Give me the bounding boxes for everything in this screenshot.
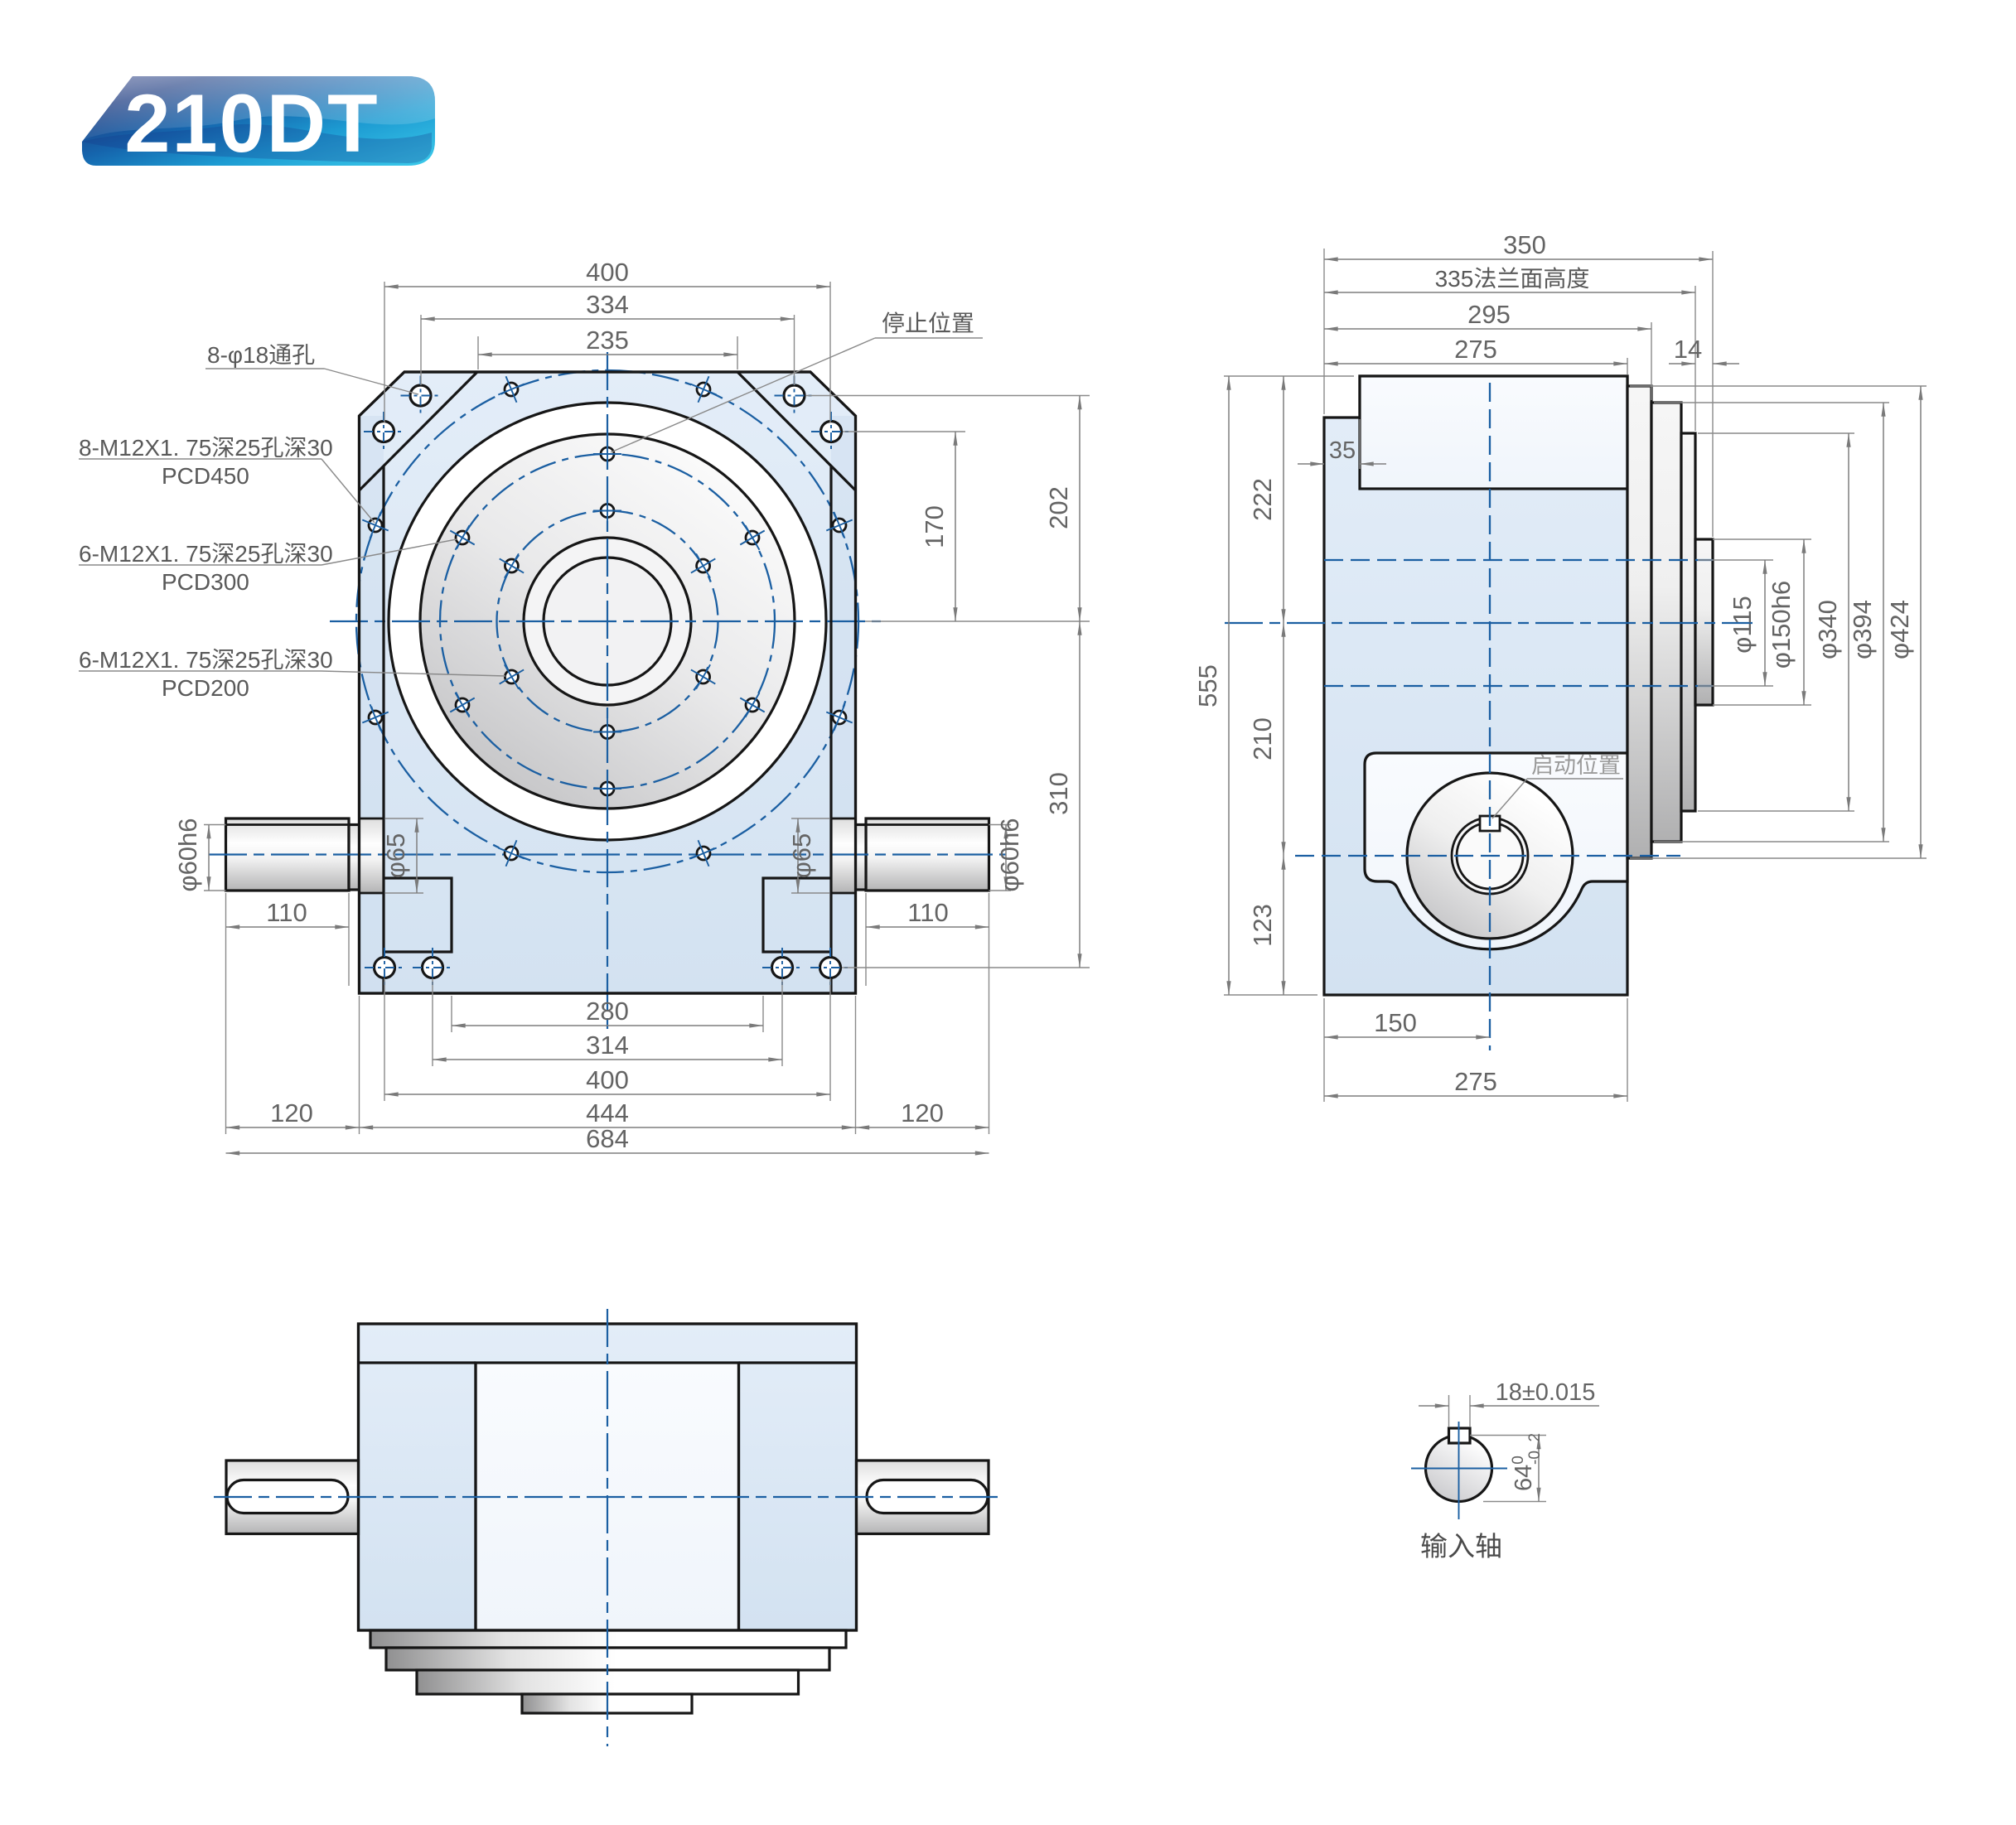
svg-text:25: 25 <box>234 435 260 461</box>
svg-text:30: 30 <box>307 647 333 673</box>
svg-text:14: 14 <box>1674 335 1702 364</box>
svg-text:18±0.015: 18±0.015 <box>1496 1379 1596 1406</box>
svg-text:φ424: φ424 <box>1885 600 1914 659</box>
svg-text:150: 150 <box>1374 1008 1417 1037</box>
svg-text:120: 120 <box>901 1098 944 1127</box>
svg-text:25: 25 <box>234 541 260 567</box>
svg-text:φ115: φ115 <box>1728 596 1757 654</box>
svg-text:170: 170 <box>920 505 949 548</box>
svg-text:275: 275 <box>1454 335 1497 364</box>
svg-text:335: 335 <box>1435 266 1474 292</box>
svg-text:120: 120 <box>270 1098 313 1127</box>
svg-text:8-φ18: 8-φ18 <box>207 342 268 368</box>
svg-text:314: 314 <box>586 1031 629 1060</box>
svg-text:PCD450: PCD450 <box>162 463 249 489</box>
svg-text:PCD300: PCD300 <box>162 569 249 595</box>
svg-text:φ150h6: φ150h6 <box>1767 581 1796 669</box>
svg-text:30: 30 <box>307 435 333 461</box>
svg-text:210: 210 <box>1248 717 1277 760</box>
svg-text:400: 400 <box>586 1065 629 1094</box>
svg-text:400: 400 <box>586 258 629 287</box>
svg-text:φ65: φ65 <box>787 833 816 879</box>
svg-text:8-M12X1. 75: 8-M12X1. 75 <box>79 435 211 461</box>
svg-text:35: 35 <box>1329 437 1356 464</box>
svg-text:202: 202 <box>1044 486 1073 529</box>
svg-text:110: 110 <box>907 898 948 927</box>
svg-text:6-M12X1. 75: 6-M12X1. 75 <box>79 647 211 673</box>
svg-text:110: 110 <box>266 898 307 927</box>
svg-text:684: 684 <box>586 1124 629 1153</box>
svg-text:φ340: φ340 <box>1813 600 1842 659</box>
svg-text:275: 275 <box>1454 1067 1497 1096</box>
svg-text:φ394: φ394 <box>1848 600 1877 659</box>
svg-text:6-M12X1. 75: 6-M12X1. 75 <box>79 541 211 567</box>
svg-text:PCD200: PCD200 <box>162 675 249 701</box>
svg-text:123: 123 <box>1248 904 1277 947</box>
svg-text:φ60h6: φ60h6 <box>995 818 1024 891</box>
svg-text:334: 334 <box>586 290 629 319</box>
svg-text:295: 295 <box>1467 300 1511 329</box>
svg-text:φ65: φ65 <box>381 833 410 879</box>
svg-text:φ60h6: φ60h6 <box>173 818 202 891</box>
svg-text:222: 222 <box>1248 478 1277 521</box>
svg-text:280: 280 <box>586 997 629 1026</box>
svg-text:210DT: 210DT <box>124 77 379 169</box>
svg-text:30: 30 <box>307 541 333 567</box>
svg-text:235: 235 <box>586 326 629 355</box>
svg-text:444: 444 <box>586 1098 629 1127</box>
svg-text:555: 555 <box>1193 664 1222 707</box>
svg-text:310: 310 <box>1044 772 1073 815</box>
svg-text:25: 25 <box>234 647 260 673</box>
svg-text:350: 350 <box>1503 230 1546 259</box>
